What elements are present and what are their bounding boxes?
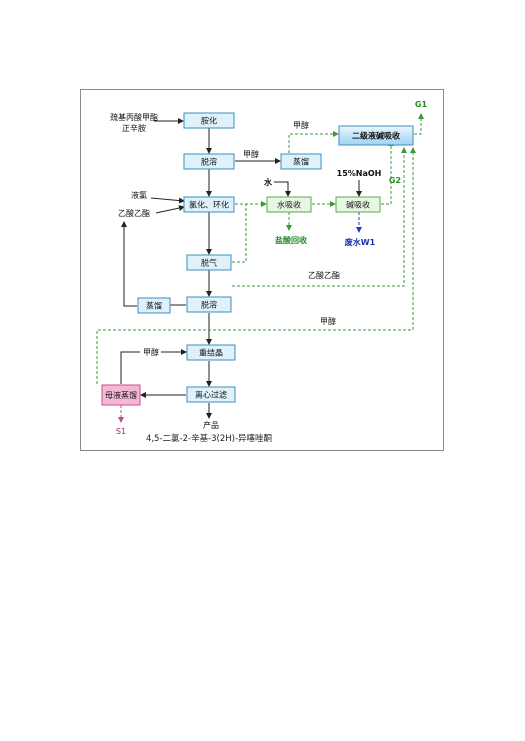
label-waste-water: 废水W1: [345, 237, 376, 247]
label-g1: G1: [415, 100, 428, 109]
node-water-absorption: 水吸收: [266, 196, 312, 213]
node-amination-label: 胺化: [201, 116, 217, 126]
label-ethyl-acetate-left: 乙酸乙酯: [118, 208, 150, 218]
label-methanol-loop: 甲醇: [320, 316, 336, 326]
process-flow-frame: [80, 89, 444, 451]
svg-text:氯化、环化: 氯化、环化: [189, 200, 229, 210]
label-s1: S1: [116, 427, 126, 436]
label-g2: G2: [389, 176, 401, 185]
svg-text:重结晶: 重结晶: [199, 348, 223, 358]
node-distill-left: 蒸馏: [137, 297, 171, 314]
product-name-caption: 4,5-二氯-2-辛基-3(2H)-异噻唑酮: [146, 433, 272, 444]
node-two-stage-absorption: 二级液碱吸收: [338, 125, 414, 146]
gas-flows: [96, 113, 424, 384]
node-degas: 脱气: [186, 254, 232, 271]
label-product: 产品: [203, 420, 219, 430]
svg-text:脱气: 脱气: [201, 258, 217, 268]
label-water: 水: [263, 177, 273, 187]
svg-text:蒸馏: 蒸馏: [293, 157, 309, 167]
node-desolvation-1: 脱溶: [183, 153, 235, 170]
svg-text:二级液碱吸收: 二级液碱吸收: [352, 131, 400, 141]
svg-text:水吸收: 水吸收: [277, 200, 301, 210]
svg-text:离心过滤: 离心过滤: [195, 390, 227, 400]
node-centrifuge: 离心过滤: [186, 386, 236, 403]
solid-flows: [120, 118, 362, 419]
label-hcl-recovery: 盐酸回收: [275, 235, 307, 245]
node-distill-top: 蒸馏: [280, 153, 322, 170]
node-mother-liquor-distill: 母液蒸馏: [101, 384, 141, 406]
svg-text:蒸馏: 蒸馏: [146, 301, 162, 311]
label-methanol-top: 甲醇: [293, 120, 309, 130]
svg-text:脱溶: 脱溶: [201, 157, 217, 167]
label-methanol-mid: 甲醇: [243, 149, 259, 159]
node-chlorination-cyclization: 氯化、环化: [183, 196, 235, 213]
svg-text:碱吸收: 碱吸收: [346, 200, 370, 210]
node-amination: 胺化: [183, 112, 235, 129]
label-feed-2: 正辛胺: [122, 123, 146, 133]
label-naoh: 15%NaOH: [337, 169, 382, 178]
svg-text:母液蒸馏: 母液蒸馏: [105, 390, 137, 400]
node-recrystallization: 重结晶: [186, 344, 236, 361]
node-alkali-absorption: 碱吸收: [335, 196, 381, 213]
node-desolvation-2: 脱溶: [186, 296, 232, 313]
svg-text:脱溶: 脱溶: [201, 300, 217, 310]
label-liquid-chlorine: 液氯: [131, 190, 147, 200]
label-feed-1: 巯基丙酸甲酯: [110, 112, 158, 122]
label-ethyl-acetate-right: 乙酸乙酯: [308, 270, 340, 280]
label-methanol-recryst: 甲醇: [143, 347, 159, 357]
